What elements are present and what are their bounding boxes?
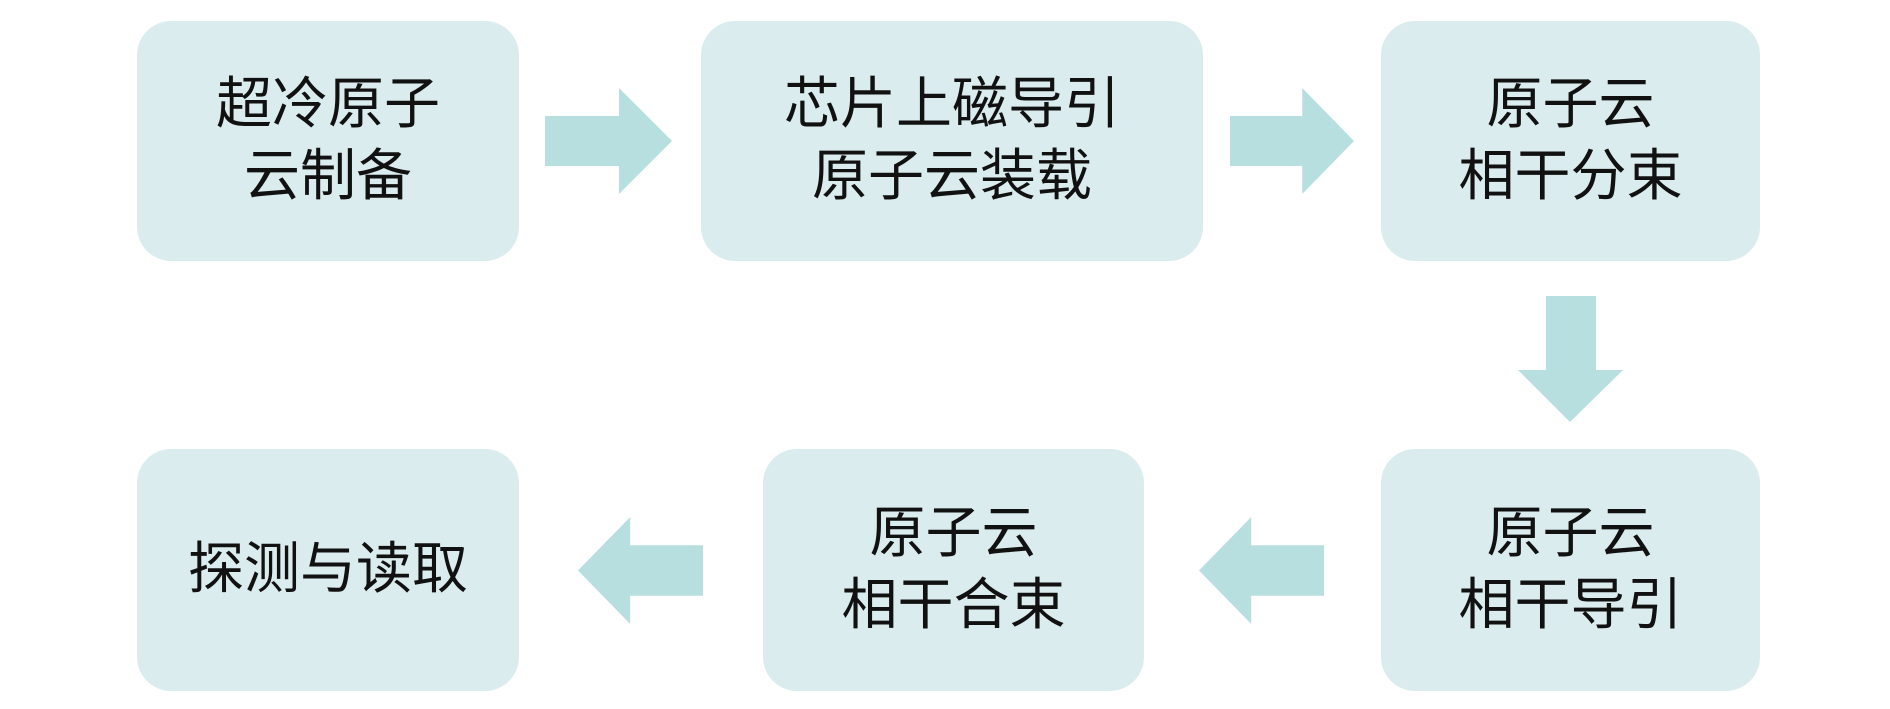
step-1-box: 超冷原子 云制备 <box>137 21 519 261</box>
step-4-line-1: 原子云 <box>1486 501 1655 566</box>
step-3-line-1: 原子云 <box>1486 72 1655 137</box>
step-5-line-2: 相干合束 <box>841 573 1066 638</box>
arrow-down-icon <box>1518 296 1623 422</box>
arrow-left-icon <box>1199 517 1324 624</box>
step-2-line-1: 芯片上磁导引 <box>784 72 1120 137</box>
step-1-line-1: 超冷原子 <box>216 72 440 137</box>
step-2-box: 芯片上磁导引 原子云装载 <box>701 21 1203 261</box>
step-1-line-2: 云制备 <box>244 144 412 209</box>
step-6-line-1: 探测与读取 <box>188 537 468 602</box>
step-5-line-1: 原子云 <box>869 501 1038 566</box>
step-3-line-2: 相干分束 <box>1458 144 1683 209</box>
step-6-box: 探测与读取 <box>137 449 519 691</box>
arrow-left-icon <box>578 517 703 624</box>
arrow-right-icon <box>1230 88 1354 194</box>
arrow-right-icon <box>545 88 672 194</box>
step-4-box: 原子云 相干导引 <box>1381 449 1760 691</box>
step-2-line-2: 原子云装载 <box>812 144 1092 209</box>
step-5-box: 原子云 相干合束 <box>763 449 1144 691</box>
step-3-box: 原子云 相干分束 <box>1381 21 1760 261</box>
step-4-line-2: 相干导引 <box>1458 573 1683 638</box>
